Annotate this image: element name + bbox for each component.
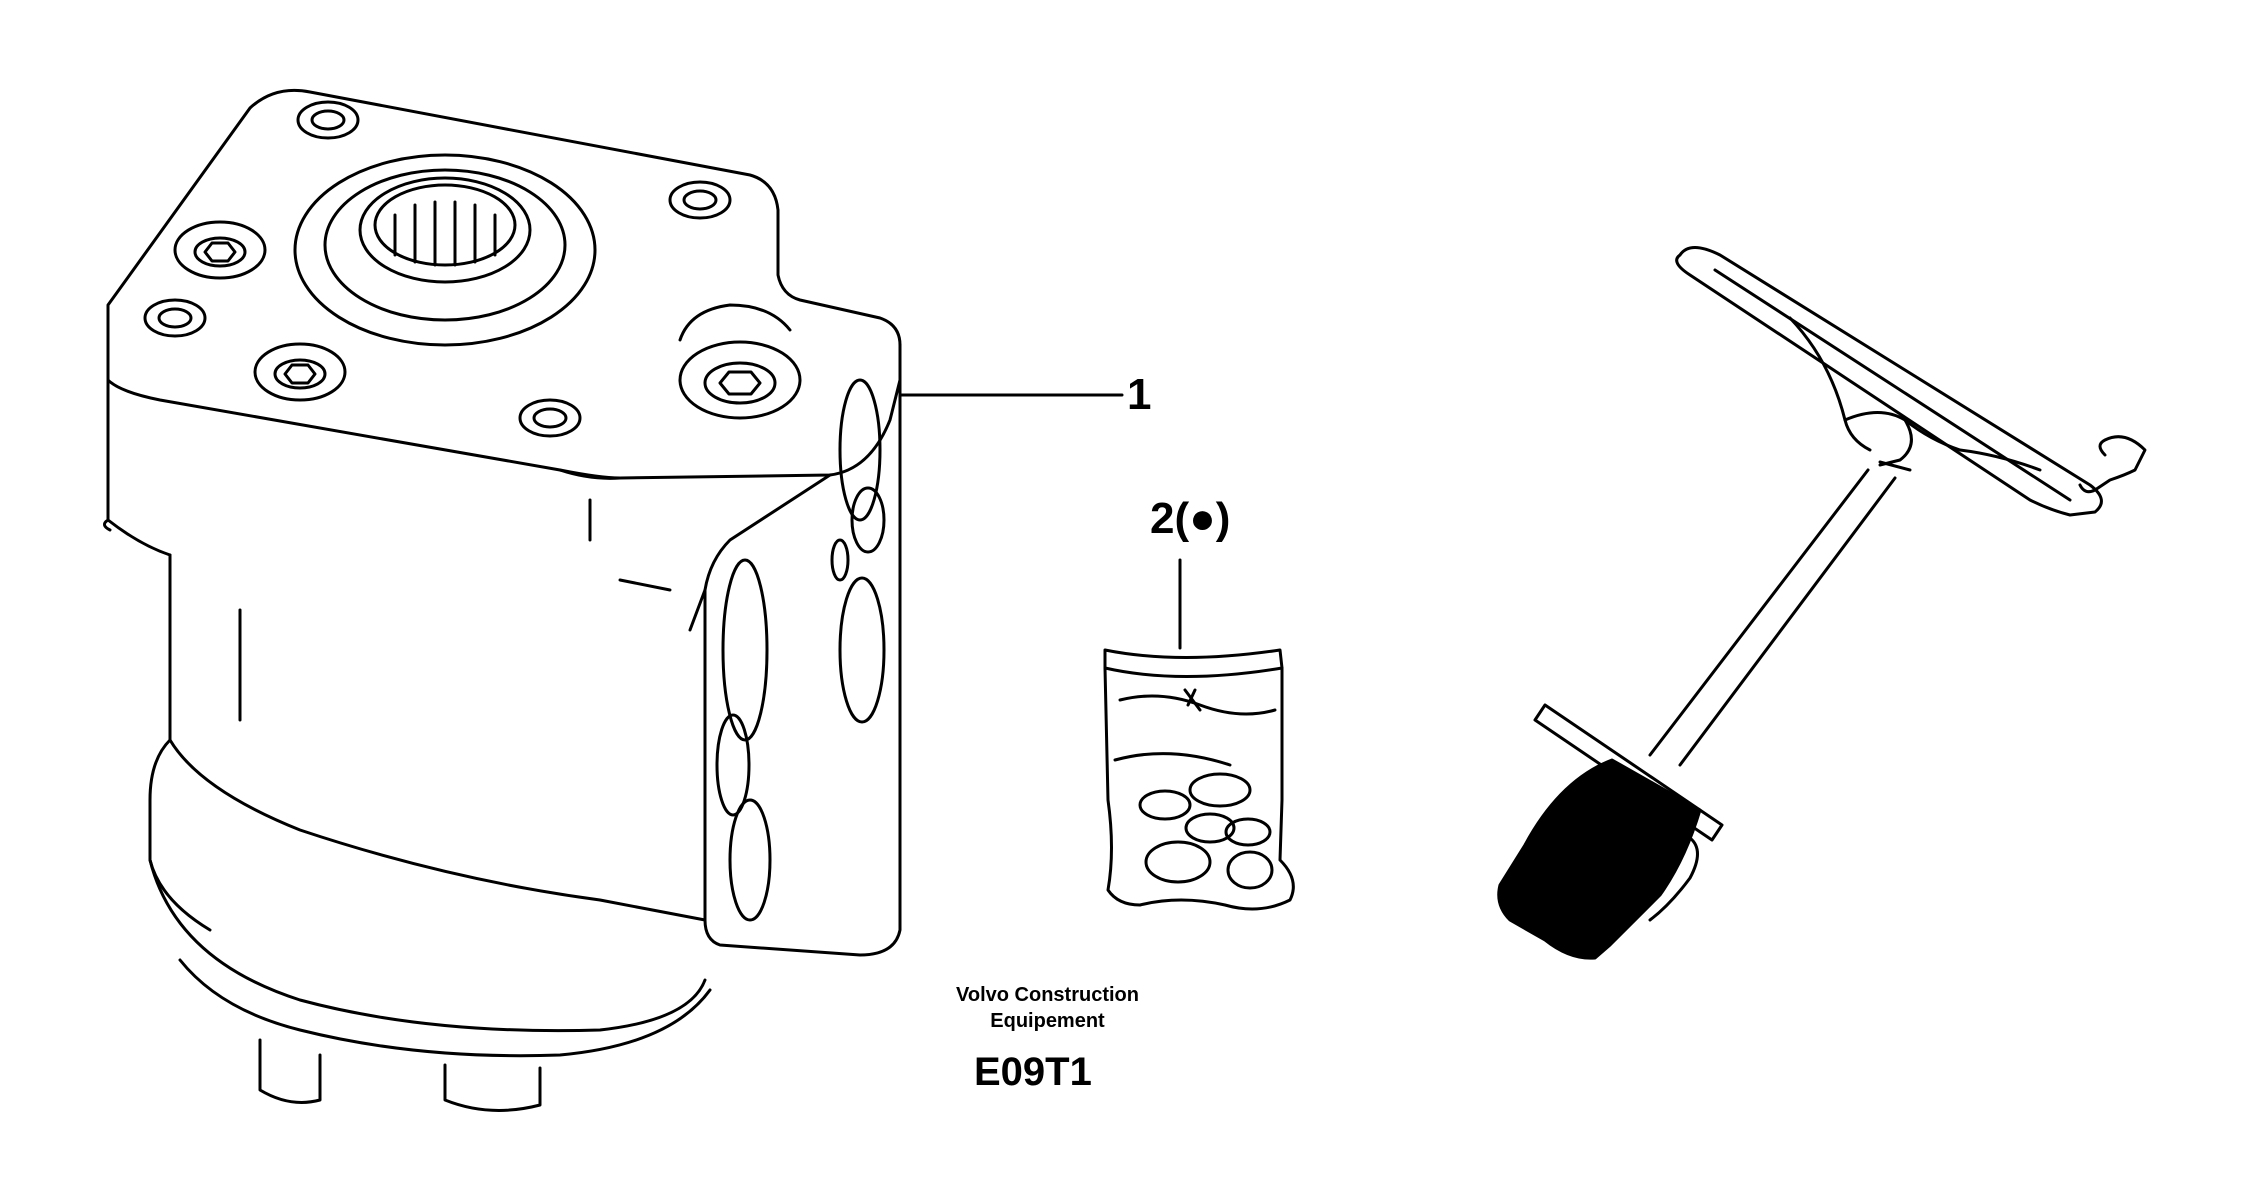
publisher-caption: Volvo Construction Equipement — [930, 982, 1165, 1034]
steering-control-valve-icon — [103, 88, 1124, 1112]
publisher-line-2: Equipement — [990, 1010, 1105, 1032]
callout-1-label: 1 — [1127, 370, 1152, 419]
seal-kit-bag-icon — [1103, 558, 1295, 911]
steering-wheel-column-icon — [1497, 246, 2147, 960]
publisher-line-1: Volvo Construction — [956, 984, 1139, 1006]
figure-code: E09T1 — [974, 1050, 1092, 1094]
callout-2-label: 2(●) — [1150, 494, 1231, 543]
